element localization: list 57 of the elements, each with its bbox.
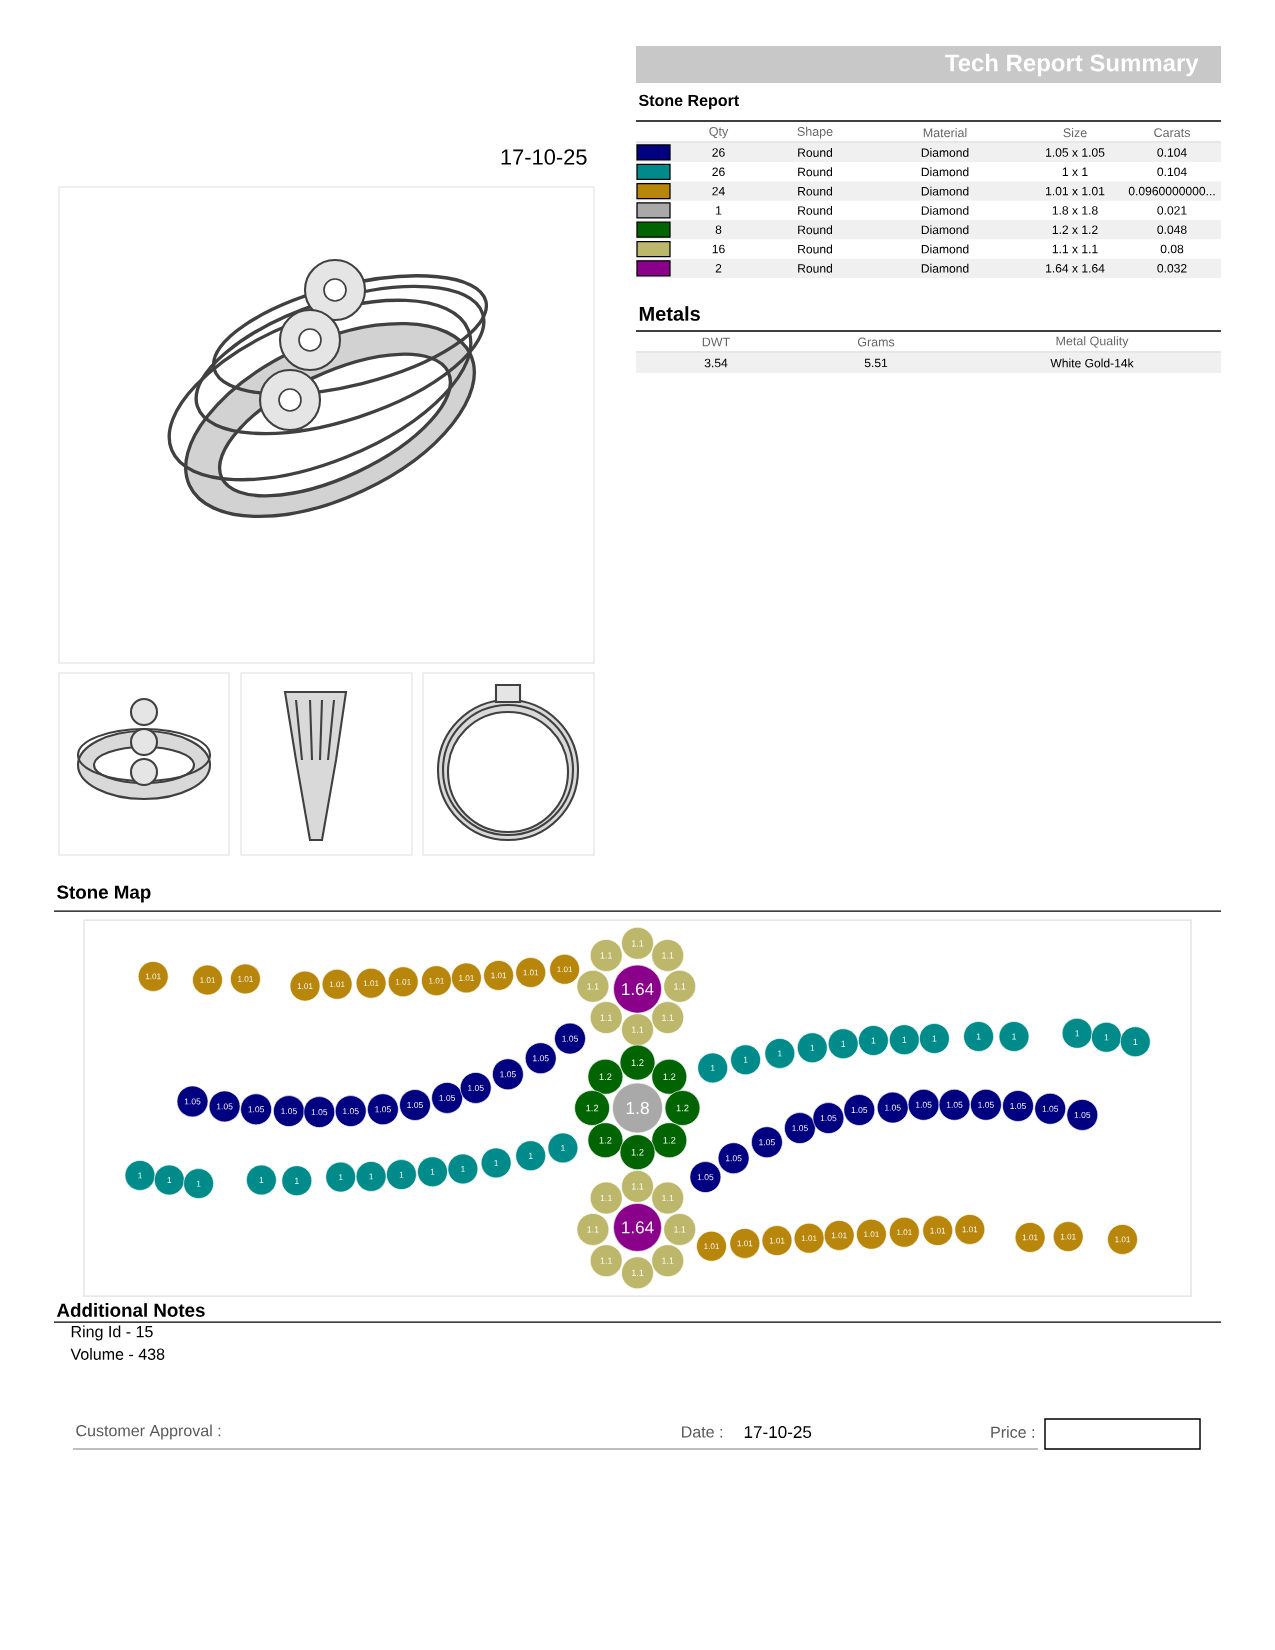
- table-value: 1: [716, 206, 722, 215]
- note-text: Ring Id - 15: [71, 1325, 153, 1341]
- table-value: 1.05 x 1.05: [1046, 148, 1105, 157]
- table-value: Diamond: [921, 186, 969, 196]
- table-value: Round: [798, 225, 833, 235]
- column-header: Material: [923, 128, 967, 138]
- section-heading: Stone Report: [638, 94, 739, 110]
- table-value: 26: [712, 148, 725, 157]
- table-value: Round: [798, 167, 833, 177]
- table-value: White Gold-14k: [1050, 358, 1134, 368]
- note-text: Volume - 438: [70, 1348, 165, 1360]
- table-value: 16: [712, 244, 725, 254]
- table-value: 0.048: [1157, 225, 1187, 234]
- column-header: Size: [1063, 128, 1087, 138]
- table-value: 0.104: [1157, 148, 1187, 157]
- date-text: 17-10-25: [501, 149, 587, 165]
- column-header: DWT: [702, 337, 730, 347]
- table-value: 2: [715, 264, 722, 273]
- column-header: Metal Quality: [1056, 336, 1129, 348]
- table-value: 24: [712, 186, 725, 196]
- table-value: 0.104: [1157, 167, 1187, 177]
- table-value: Round: [798, 186, 833, 196]
- table-value: Diamond: [921, 244, 969, 254]
- table-value: 8: [715, 225, 722, 234]
- table-value: Round: [798, 148, 833, 157]
- table-value: Diamond: [921, 148, 969, 157]
- table-value: Round: [798, 244, 833, 254]
- table-value: 0.0960000000...: [1128, 186, 1215, 196]
- column-header: Shape: [797, 126, 833, 139]
- table-value: Diamond: [921, 263, 969, 273]
- table-value: 0.08: [1160, 244, 1184, 254]
- section-heading: Stone Map: [57, 885, 151, 903]
- table-value: 1.01 x 1.01: [1046, 186, 1105, 196]
- table-value: 0.032: [1157, 264, 1187, 273]
- column-header: Grams: [857, 337, 895, 347]
- table-value: Diamond: [921, 167, 969, 177]
- table-value: 3.54: [704, 358, 728, 368]
- field-label: Price :: [991, 1426, 1035, 1438]
- table-value: 1.1 x 1.1: [1052, 244, 1098, 254]
- table-value: 1.64 x 1.64: [1046, 264, 1105, 273]
- section-heading: Additional Notes: [56, 1303, 205, 1317]
- table-value: Diamond: [921, 225, 969, 235]
- table-value: Diamond: [921, 205, 969, 215]
- table-value: 1.8 x 1.8: [1052, 206, 1098, 215]
- table-value: 0.021: [1157, 206, 1187, 215]
- table-value: 26: [712, 167, 725, 177]
- table-value: Round: [798, 205, 833, 215]
- table-value: 5.51: [864, 358, 888, 368]
- section-heading: Metals: [639, 306, 700, 321]
- date-text: 17-10-25: [744, 1425, 812, 1439]
- column-header: Carats: [1154, 128, 1190, 138]
- table-value: 1 x 1: [1062, 167, 1088, 176]
- table-value: Round: [798, 263, 833, 273]
- column-header: Qty: [709, 126, 729, 139]
- table-value: 1.2 x 1.2: [1052, 225, 1098, 234]
- field-label: Date :: [682, 1426, 723, 1438]
- field-label: Customer Approval :: [76, 1424, 221, 1440]
